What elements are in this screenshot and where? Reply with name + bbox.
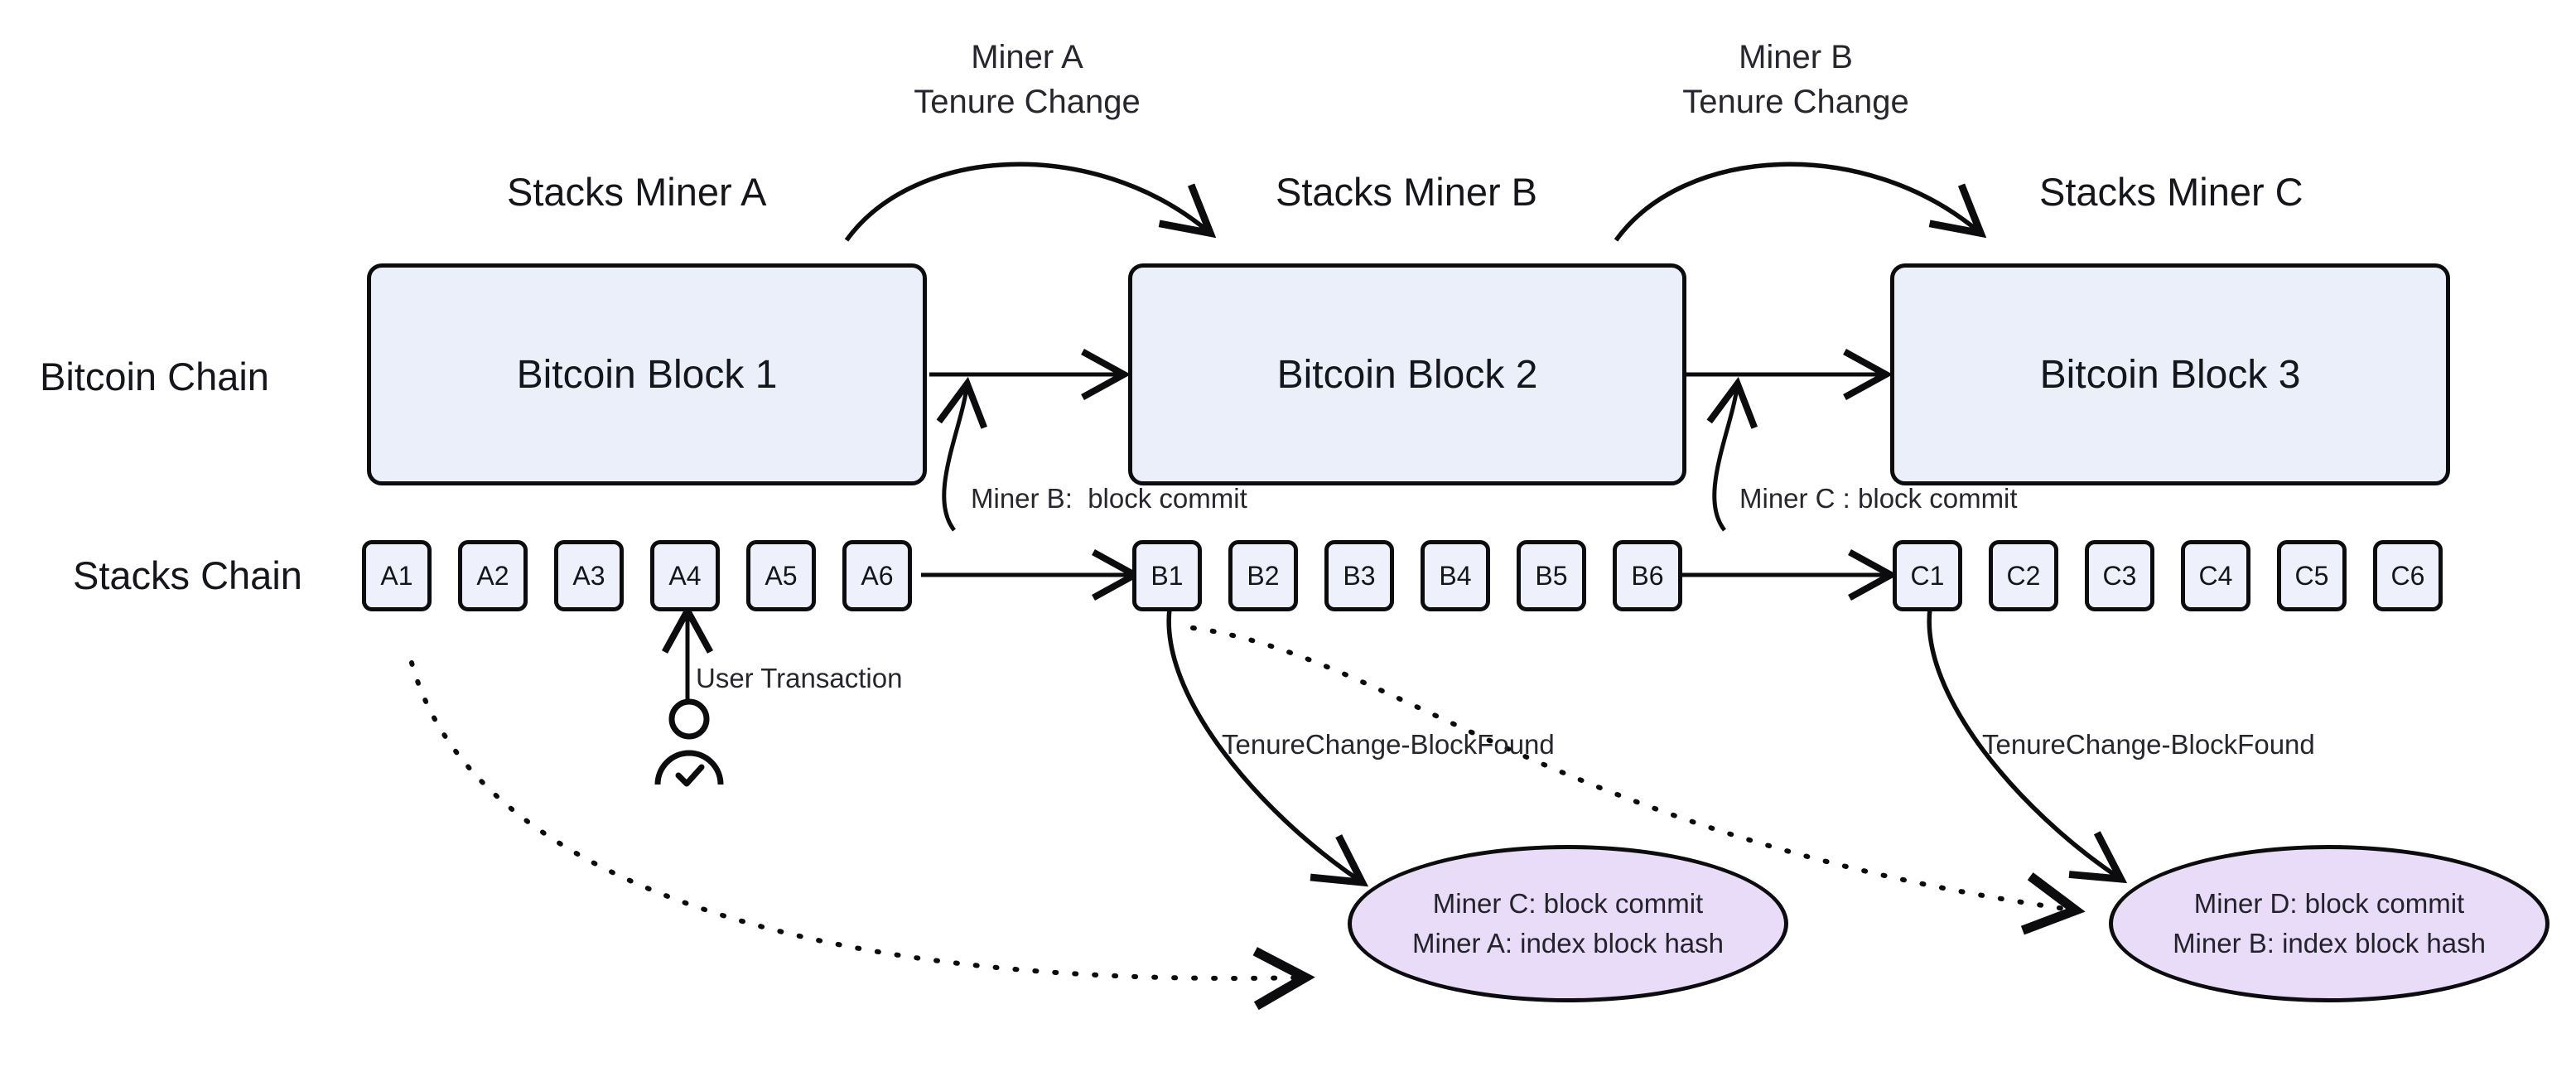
stacks-block-c3-label: C3 [2102, 560, 2137, 591]
row-label-bitcoin-chain: Bitcoin Chain [40, 355, 269, 398]
stacks-block-b1-label: B1 [1151, 560, 1184, 591]
stacks-block-b2[interactable]: B2 [1228, 540, 1298, 611]
stacks-block-a3-label: A3 [572, 560, 605, 591]
stacks-block-a4-label: A4 [668, 560, 702, 591]
tenurechange-blockfound-label-2: TenureChange-BlockFound [1982, 729, 2315, 760]
arc-miner-a-tenure-change [844, 162, 1217, 242]
commit-ellipse-1[interactable]: Miner C: block commit Miner A: index blo… [1348, 845, 1788, 1002]
tenure-change-label-b-line1: Miner B [1739, 39, 1853, 75]
stacks-block-c3[interactable]: C3 [2085, 540, 2154, 611]
stacks-block-a6-label: A6 [861, 560, 894, 591]
stacks-block-a2[interactable]: A2 [458, 540, 528, 611]
commit-ellipse-1-line2: Miner A: index block hash [1411, 928, 1725, 958]
bitcoin-block-1-label: Bitcoin Block 1 [516, 352, 778, 397]
stacks-block-a5-label: A5 [765, 560, 798, 591]
commit-ellipse-2-line2: Miner B: index block hash [2173, 928, 2486, 958]
stacks-block-a3[interactable]: A3 [554, 540, 624, 611]
tenure-change-label-a-line2: Tenure Change [914, 84, 1141, 120]
arrow-miner-c-block-commit [1706, 376, 1758, 532]
block-commit-label-miner-b: Miner B: block commit [971, 483, 1247, 514]
block-commit-label-miner-c: Miner C : block commit [1739, 483, 2018, 514]
stacks-block-c1-label: C1 [1910, 560, 1945, 591]
stacks-block-b2-label: B2 [1247, 560, 1280, 591]
stacks-block-c2-label: C2 [2006, 560, 2041, 591]
bitcoin-block-3-label: Bitcoin Block 3 [2039, 352, 2301, 397]
stacks-block-c6-label: C6 [2390, 560, 2425, 591]
miner-title-a: Stacks Miner A [507, 170, 767, 214]
tenure-change-label-b-line2: Tenure Change [1682, 84, 1909, 120]
tenure-change-label-a-line1: Miner A [971, 39, 1083, 75]
user-transaction-label: User Transaction [696, 663, 903, 693]
tenurechange-blockfound-label-1: TenureChange-BlockFound [1222, 729, 1555, 760]
stacks-block-b1[interactable]: B1 [1132, 540, 1202, 611]
arrow-miner-b-block-commit [936, 376, 987, 532]
stacks-block-c5-label: C5 [2294, 560, 2329, 591]
row-label-stacks-chain: Stacks Chain [73, 553, 302, 597]
stacks-block-b4-label: B4 [1439, 560, 1472, 591]
stacks-block-c6[interactable]: C6 [2373, 540, 2443, 611]
stacks-block-c5[interactable]: C5 [2277, 540, 2347, 611]
commit-ellipse-1-line1: Miner C: block commit [1432, 888, 1704, 920]
commit-ellipse-2-line1: Miner D: block commit [2193, 888, 2465, 920]
stacks-block-a6[interactable]: A6 [842, 540, 912, 611]
bitcoin-block-1[interactable]: Bitcoin Block 1 [367, 263, 927, 485]
stacks-block-b4[interactable]: B4 [1421, 540, 1490, 611]
stacks-block-b3[interactable]: B3 [1324, 540, 1394, 611]
miner-title-b: Stacks Miner B [1276, 170, 1538, 214]
commit-ellipse-2[interactable]: Miner D: block commit Miner B: index blo… [2109, 845, 2549, 1002]
stacks-block-b6[interactable]: B6 [1613, 540, 1682, 611]
miner-title-c: Stacks Miner C [2039, 170, 2303, 214]
bitcoin-block-3[interactable]: Bitcoin Block 3 [1890, 263, 2450, 485]
stacks-block-c2[interactable]: C2 [1989, 540, 2058, 611]
user-check-icon [654, 698, 724, 787]
dotted-link-to-ellipse-1 [409, 660, 1315, 1011]
stacks-block-c4[interactable]: C4 [2181, 540, 2250, 611]
bitcoin-block-2[interactable]: Bitcoin Block 2 [1128, 263, 1686, 485]
stacks-block-b5[interactable]: B5 [1517, 540, 1586, 611]
bitcoin-block-2-label: Bitcoin Block 2 [1276, 352, 1538, 397]
stacks-block-a4[interactable]: A4 [650, 540, 720, 611]
stacks-block-b5-label: B5 [1535, 560, 1568, 591]
stacks-block-c1[interactable]: C1 [1893, 540, 1962, 611]
stacks-block-a5[interactable]: A5 [746, 540, 816, 611]
arc-miner-b-tenure-change [1614, 162, 1987, 242]
stacks-block-b6-label: B6 [1631, 560, 1664, 591]
stacks-block-a1-label: A1 [380, 560, 413, 591]
stacks-block-c4-label: C4 [2198, 560, 2233, 591]
stacks-block-a1[interactable]: A1 [362, 540, 432, 611]
stacks-block-a2-label: A2 [476, 560, 509, 591]
stacks-block-b3-label: B3 [1343, 560, 1376, 591]
